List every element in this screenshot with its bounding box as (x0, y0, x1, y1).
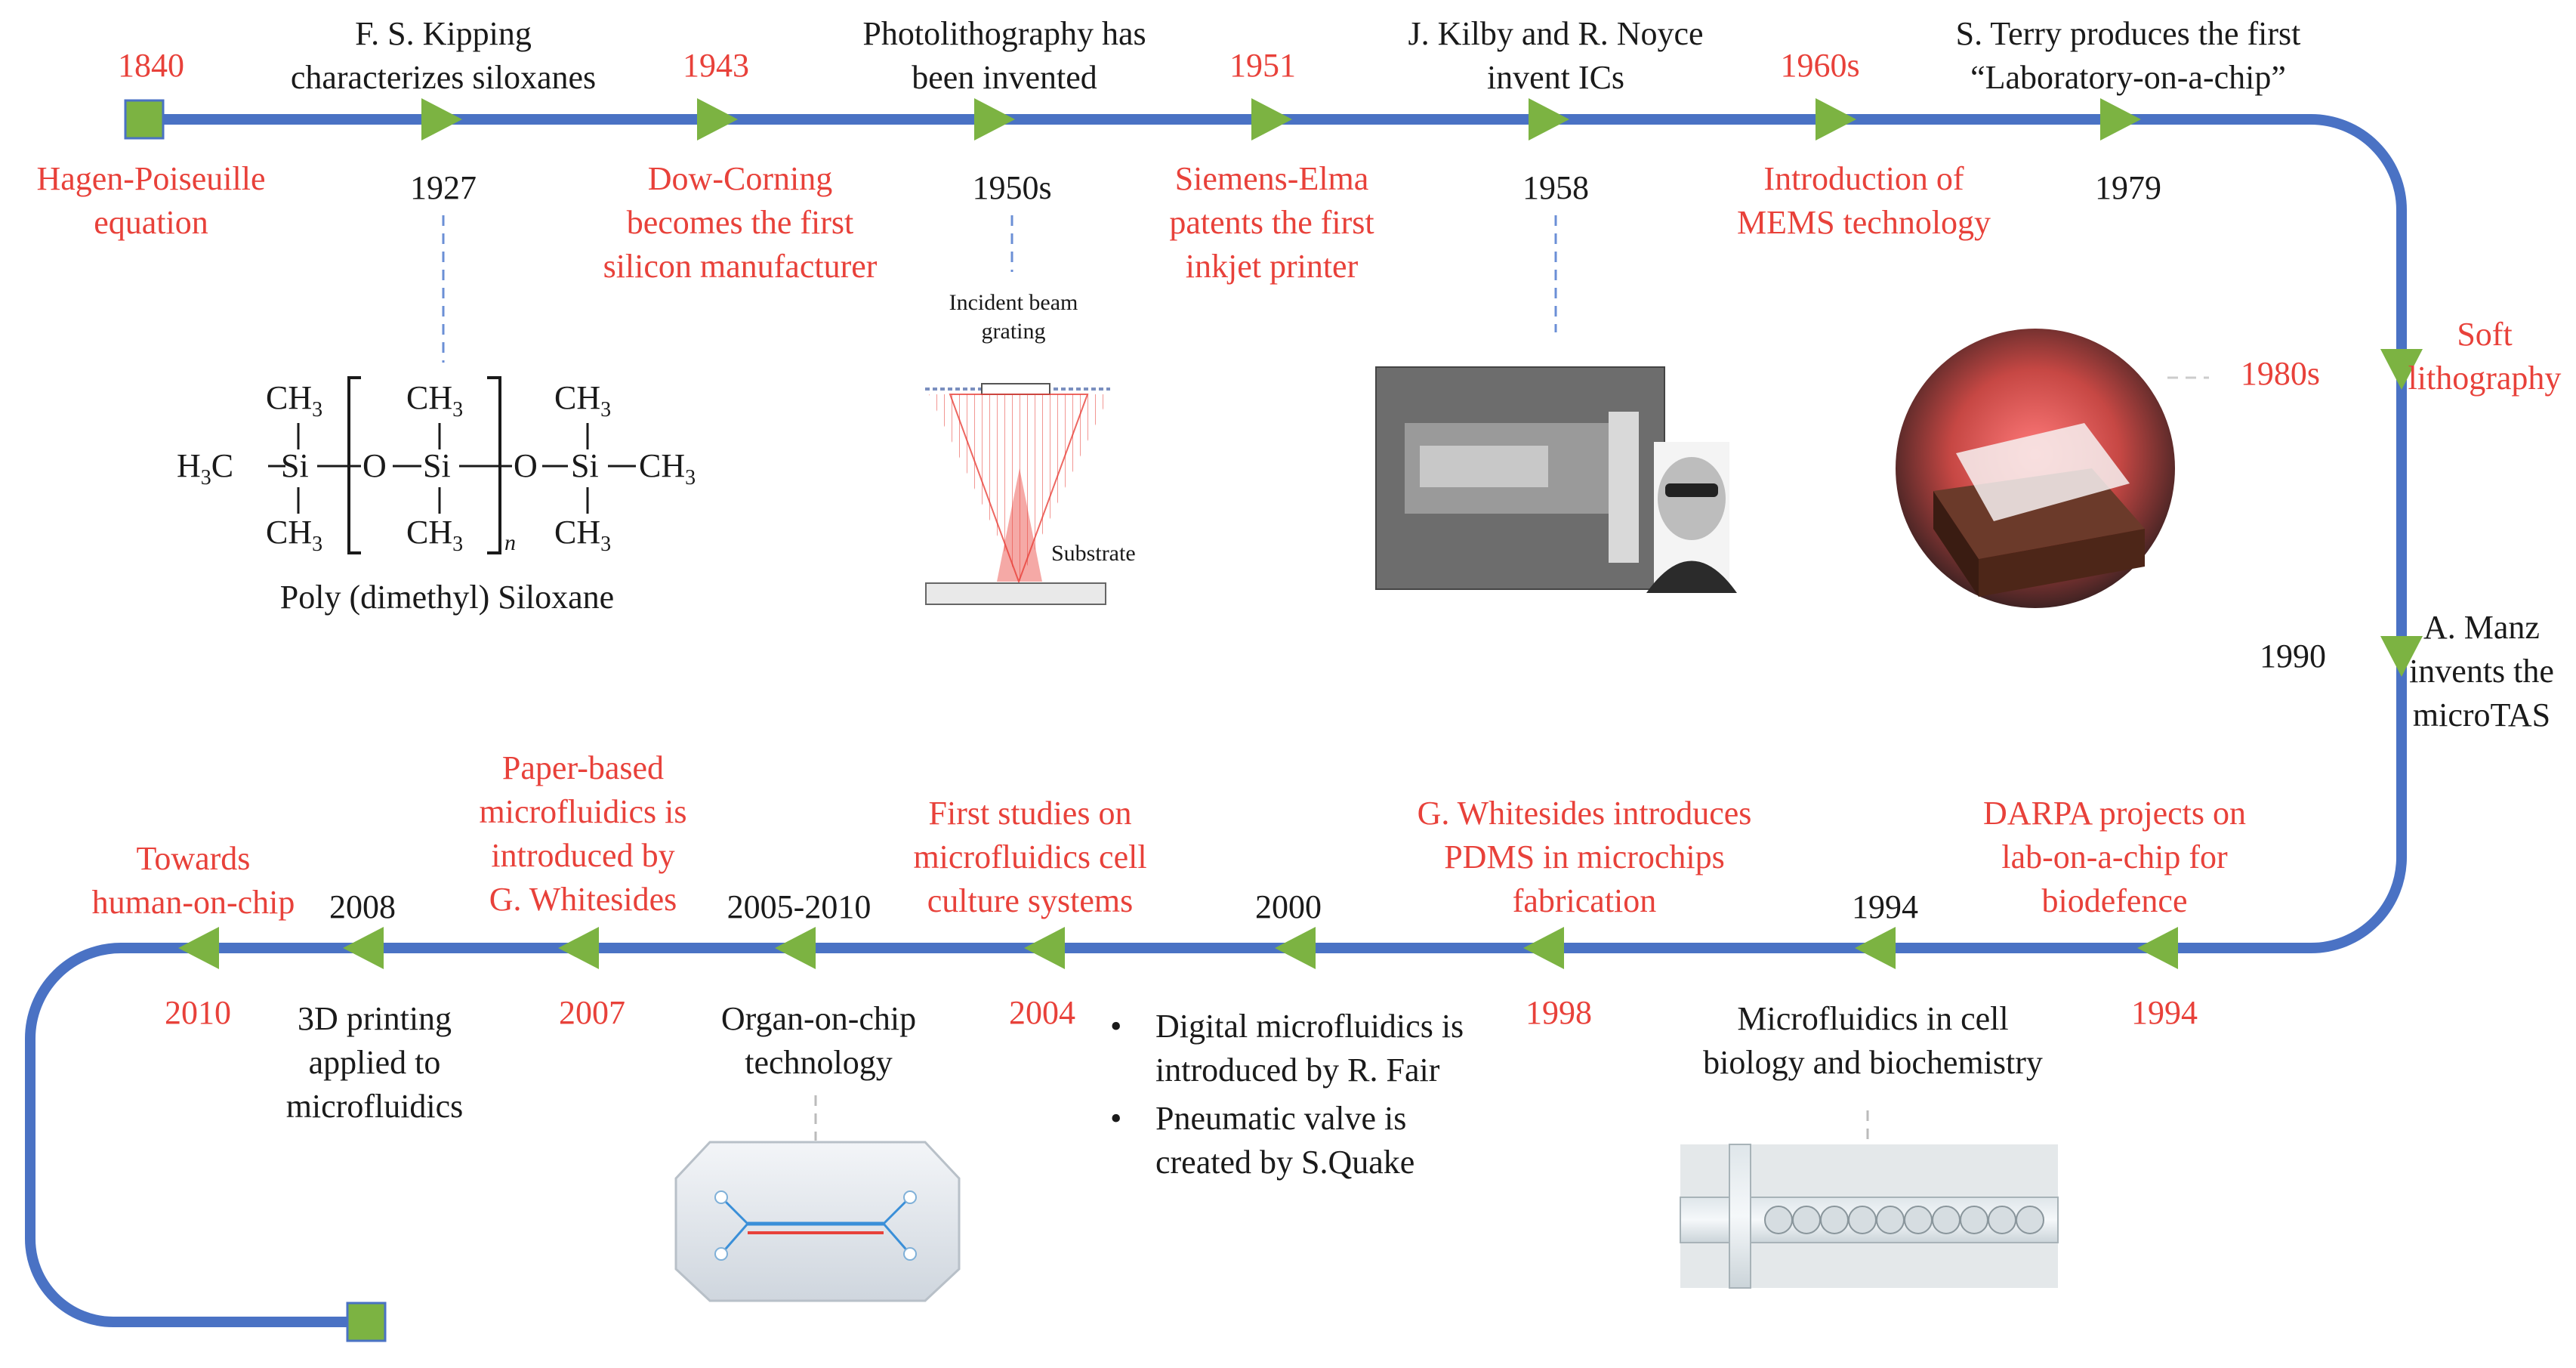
year-2007: 2007 (559, 994, 625, 1031)
event-text-1994-cell: Microfluidics in cell biology and bioche… (1703, 1000, 2043, 1081)
photolithography-illustration (925, 383, 1110, 605)
event-text-1994-darpa: DARPA projects on lab-on-a-chip for biod… (1983, 795, 2246, 919)
event-text-1951: Siemens-Elma patents the first inkjet pr… (1169, 160, 1374, 285)
arrow-marker-1998 (1523, 927, 1564, 969)
siloxane-h3c: H3C (177, 447, 234, 489)
event-text-2004: First studies on microfluidics cell cult… (913, 795, 1147, 919)
siloxane-ch3-top-right: CH3 (554, 379, 612, 422)
arrow-marker-2007 (558, 927, 599, 969)
year-1927: 1927 (410, 169, 477, 206)
event-text-2010: Towards human-on-chip (91, 840, 295, 921)
event-text-1958: J. Kilby and R. Noyce invent ICs (1408, 15, 1704, 96)
event-text-1979: S. Terry produces the first “Laboratory-… (1955, 15, 2301, 96)
timeline-end-marker (346, 1302, 387, 1342)
year-1958: 1958 (1522, 169, 1589, 206)
event-text-1980s: Soft lithography (2408, 316, 2562, 397)
event-text-2005-2010: Organ-on-chip technology (720, 1000, 917, 1081)
year-1950s: 1950s (972, 169, 1052, 206)
year-1979: 1979 (2095, 169, 2161, 206)
arrow-marker-2000 (1275, 927, 1316, 969)
event-text-2007: Paper-based microfluidics is introduced … (479, 749, 687, 918)
event-text-1950s: Photolithography has been invented (862, 15, 1146, 96)
arrow-marker-1994-cell (1855, 927, 1896, 969)
arrow-marker-1927 (421, 98, 462, 141)
siloxane-caption: Poly (dimethyl) Siloxane (279, 579, 615, 616)
event-text-1998: G. Whitesides introduces PDMS in microch… (1417, 795, 1752, 919)
event-text-1927: F. S. Kipping characterizes siloxanes (290, 15, 597, 96)
arrow-marker-1980s (2380, 349, 2423, 390)
year-2004: 2004 (1009, 994, 1075, 1031)
siloxane-o-2: O (514, 447, 538, 484)
year-1960s: 1960s (1780, 47, 1860, 84)
photolithography-beam-label: Incident beam grating (949, 290, 1078, 344)
siloxane-o-1: O (362, 447, 387, 484)
arrow-marker-1960s (1816, 98, 1856, 141)
siloxane-si-2: Si (423, 447, 451, 484)
droplet-microfluidics-image (1680, 1144, 2059, 1289)
event-bullet-2000-1: Digital microfluidics is introduced by R… (1155, 1008, 1464, 1089)
year-1943: 1943 (683, 47, 749, 84)
siloxane-ch3-top-mid: CH3 (406, 379, 464, 422)
bullet-dot-2: • (1110, 1100, 1122, 1137)
arrow-marker-1943 (697, 98, 738, 141)
arrow-marker-1951 (1251, 98, 1292, 141)
arrow-marker-1994-darpa (2137, 927, 2178, 969)
event-bullet-2000-2: Pneumatic valve is created by S.Quake (1155, 1100, 1415, 1181)
organ-on-chip-image (674, 1141, 961, 1302)
event-text-1990: A. Manz invents the microTAS (2409, 609, 2554, 733)
year-1998: 1998 (1526, 994, 1592, 1031)
siloxane-ch3-bottom-left: CH3 (266, 514, 323, 556)
bullet-dot-1: • (1110, 1008, 1122, 1045)
year-1990: 1990 (2260, 638, 2326, 675)
siloxane-ch3-bottom-mid: CH3 (406, 514, 464, 556)
year-1994-cell: 1994 (1852, 888, 1918, 925)
arrow-marker-2004 (1024, 927, 1065, 969)
soft-lithography-image (1896, 329, 2175, 608)
siloxane-si-3: Si (571, 447, 599, 484)
siloxane-ch3-end: CH3 (639, 447, 696, 489)
arrow-marker-1958 (1529, 98, 1569, 141)
siloxane-si-1: Si (281, 447, 309, 484)
siloxane-n: n (504, 530, 516, 555)
kilby-noyce-photo (1375, 366, 1737, 593)
photolithography-substrate-label: Substrate (1051, 541, 1136, 566)
arrow-marker-1979 (2100, 98, 2141, 141)
year-2010: 2010 (165, 994, 231, 1031)
siloxane-structure (268, 376, 636, 554)
siloxane-ch3-top-left: CH3 (266, 379, 323, 422)
year-1951: 1951 (1229, 47, 1296, 84)
year-1980s: 1980s (2240, 355, 2320, 392)
arrow-marker-2008 (343, 927, 384, 969)
arrow-marker-1950s (974, 98, 1015, 141)
siloxane-ch3-bottom-right: CH3 (554, 514, 612, 556)
event-text-1943: Dow-Corning becomes the first silicon ma… (603, 160, 878, 285)
year-2000: 2000 (1255, 888, 1322, 925)
timeline-start-marker (124, 99, 165, 140)
year-2008: 2008 (329, 888, 396, 925)
timeline-path (25, 114, 2407, 1327)
year-2005-2010: 2005-2010 (727, 888, 872, 925)
arrow-marker-2005-2010 (775, 927, 816, 969)
arrow-marker-1990 (2380, 636, 2423, 677)
arrow-marker-2010 (178, 927, 219, 969)
year-1840: 1840 (118, 47, 184, 84)
year-1994-darpa: 1994 (2131, 994, 2198, 1031)
event-text-1960s: Introduction of MEMS technology (1736, 160, 1991, 241)
event-text-2008: 3D printing applied to microfluidics (285, 1000, 464, 1125)
event-text-1840: Hagen-Poiseuille equation (36, 160, 266, 241)
